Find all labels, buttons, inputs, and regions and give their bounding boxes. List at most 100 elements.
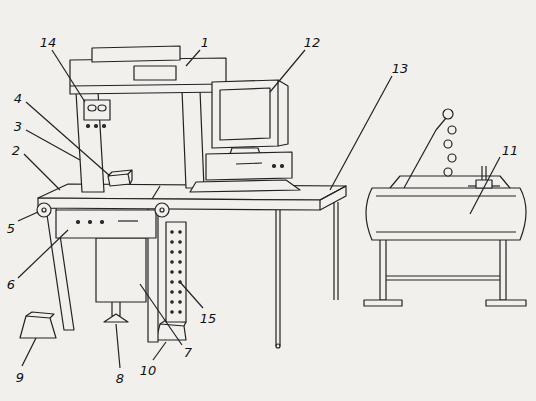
machine-head xyxy=(70,58,226,94)
eyepiece-unit xyxy=(103,125,106,128)
leader-line xyxy=(186,50,200,66)
callout-number: 2 xyxy=(12,144,20,157)
perforated-plate xyxy=(171,261,173,263)
computer-table-legs xyxy=(276,210,280,346)
perforated-plate xyxy=(171,231,181,313)
perforated-plate xyxy=(166,222,186,322)
perforated-plate xyxy=(179,251,181,253)
perforated-plate xyxy=(179,231,181,233)
slider xyxy=(468,166,500,188)
wheel xyxy=(155,203,169,217)
callout-number: 4 xyxy=(14,92,22,105)
foot-pedal xyxy=(156,324,186,340)
perforated-plate xyxy=(179,241,181,243)
machine-head xyxy=(70,84,226,86)
computer-table-legs xyxy=(334,202,338,300)
callout-number: 13 xyxy=(392,62,409,75)
leader-line xyxy=(140,284,182,345)
arm xyxy=(404,130,436,188)
table-top xyxy=(38,198,320,210)
machine-head xyxy=(92,46,180,62)
monitor xyxy=(212,80,288,154)
desk-frame xyxy=(101,221,104,224)
leader-line xyxy=(52,50,85,102)
monitor xyxy=(278,80,288,146)
leader-line xyxy=(330,76,392,190)
stand-frame xyxy=(380,236,386,300)
desk-frame xyxy=(56,210,156,238)
wheel xyxy=(37,203,169,217)
arm xyxy=(404,109,456,188)
machine-body xyxy=(376,196,516,232)
machine-frame xyxy=(182,90,204,188)
eyepiece-unit xyxy=(84,100,110,128)
callout-number: 10 xyxy=(140,364,157,377)
monitor xyxy=(212,80,278,148)
arm xyxy=(444,140,452,148)
stand-frame xyxy=(364,236,526,306)
system-unit xyxy=(206,152,292,180)
computer-table-legs xyxy=(276,344,280,348)
wheel xyxy=(160,208,164,212)
leader-line xyxy=(270,50,305,92)
callout-number: 14 xyxy=(40,36,57,49)
perforated-plate xyxy=(179,261,181,263)
leader-line xyxy=(26,102,110,176)
eyepiece-unit xyxy=(88,105,96,111)
machine-body xyxy=(366,176,526,240)
monitor xyxy=(220,88,270,140)
perforated-plate xyxy=(171,231,173,233)
system-unit xyxy=(236,163,262,164)
leader-line xyxy=(18,50,500,368)
callout-number: 5 xyxy=(7,222,15,235)
perforated-plate xyxy=(171,241,173,243)
eyepiece-unit xyxy=(87,125,90,128)
leader-line xyxy=(24,154,60,190)
callout-number: 11 xyxy=(502,144,519,157)
system-unit xyxy=(281,165,284,168)
arm xyxy=(443,109,453,119)
system-unit xyxy=(206,152,292,180)
desk-frame xyxy=(96,238,146,302)
callout-number: 12 xyxy=(304,36,321,49)
machine-body xyxy=(366,188,526,240)
arm xyxy=(444,168,452,176)
machine-frame xyxy=(76,90,204,192)
leader-line xyxy=(153,342,166,360)
desk-frame xyxy=(89,221,92,224)
callout-number: 3 xyxy=(14,120,22,133)
perforated-plate xyxy=(171,271,173,273)
small-block xyxy=(108,170,132,184)
callout-number: 9 xyxy=(16,371,24,384)
callout-number: 1 xyxy=(201,36,209,49)
leader-line xyxy=(180,282,203,308)
stand-frame xyxy=(500,236,506,300)
foot-pedal xyxy=(20,312,186,340)
eyepiece-unit xyxy=(98,105,106,111)
desk-frame xyxy=(77,221,80,224)
perforated-plate xyxy=(179,291,181,293)
callout-number: 6 xyxy=(7,278,15,291)
desk-frame xyxy=(46,208,158,342)
leader-line xyxy=(18,230,68,278)
eyepiece-unit xyxy=(95,125,98,128)
perforated-plate xyxy=(179,301,181,303)
wheel xyxy=(37,203,51,217)
perforated-plate xyxy=(171,281,173,283)
perforated-plate xyxy=(179,311,181,313)
machine-body xyxy=(390,176,510,188)
perforated-plate xyxy=(171,251,173,253)
stand-frame xyxy=(386,276,500,280)
wheel xyxy=(42,208,46,212)
callout-number: 7 xyxy=(184,346,192,359)
foot-pedal xyxy=(20,316,56,338)
stand xyxy=(104,314,128,322)
small-block xyxy=(108,174,130,186)
leader-line xyxy=(26,130,80,160)
eyepiece-unit xyxy=(84,100,110,120)
callout-number: 8 xyxy=(116,372,124,385)
desk-frame xyxy=(118,220,138,221)
callout-number: 15 xyxy=(200,312,217,325)
